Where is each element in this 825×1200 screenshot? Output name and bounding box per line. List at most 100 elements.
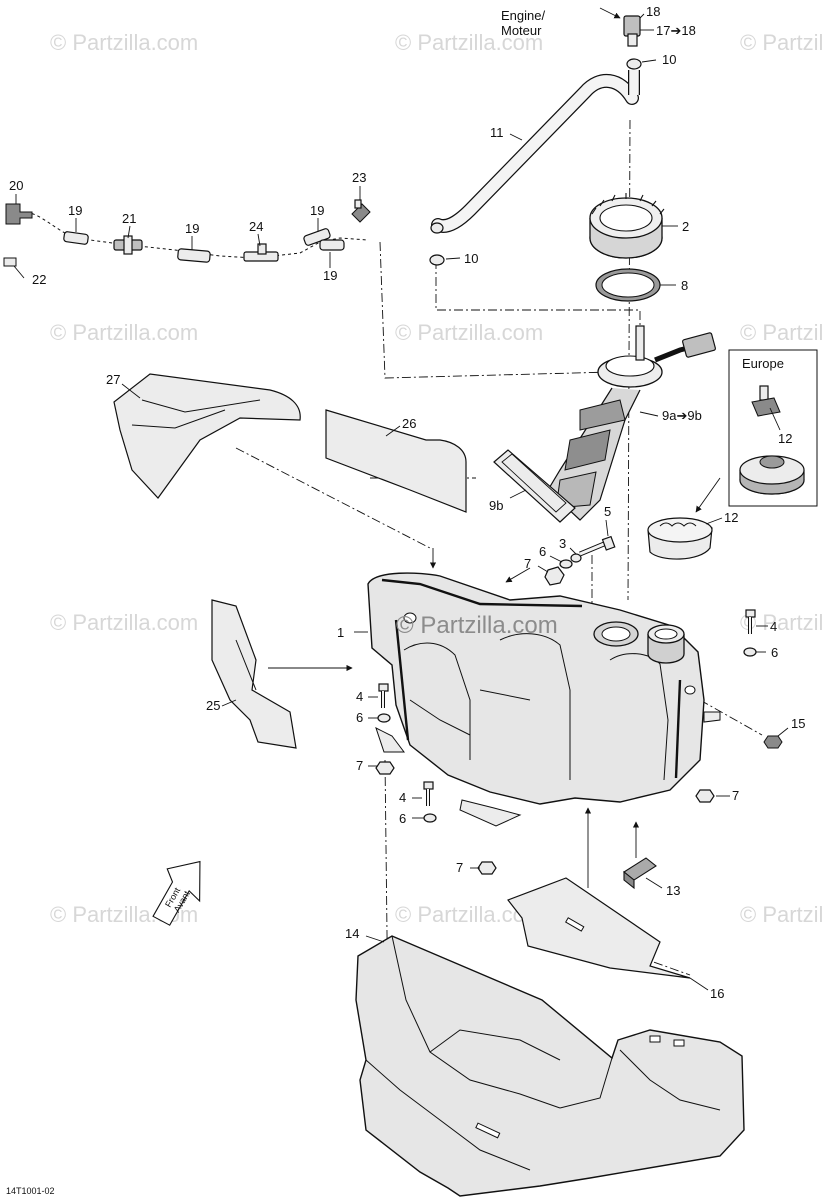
plug-axis-line: [699, 699, 763, 736]
plate-axis-line: [605, 944, 691, 976]
arrow-icon: [505, 567, 531, 583]
heat-shield-26: [325, 409, 467, 513]
watermark: © Partzilla.com: [395, 30, 543, 55]
heat-shield-25: [211, 599, 297, 749]
watermark: © Partzilla.com: [50, 30, 198, 55]
callout-6: 6: [771, 645, 778, 660]
callouts: Engine/ Moteur 18 17➔18 10 11 2 10 8 20 …: [6, 4, 805, 1196]
washer-6-center: [423, 813, 437, 823]
europe-label: Europe: [742, 356, 784, 371]
washer-6-right: [743, 647, 757, 657]
lock-ring-2: [589, 193, 665, 259]
callout-19: 19: [310, 203, 324, 218]
callout-7: 7: [732, 788, 739, 803]
fuel-pump-pickup-9b: [493, 449, 576, 523]
callout-25: 25: [206, 698, 220, 713]
drawing-code: 14T1001-02: [6, 1186, 55, 1196]
vent-line-assembly: [3, 199, 371, 267]
callout-4: 4: [356, 689, 363, 704]
callout-2: 2: [682, 219, 689, 234]
callout-12-europe: 12: [778, 431, 792, 446]
callout-11: 11: [490, 125, 504, 140]
watermark: © Partzilla.com: [740, 320, 825, 345]
screw-5: [579, 535, 616, 557]
callout-7: 7: [456, 860, 463, 875]
fuel-cap-12-europe: [739, 455, 805, 495]
engine-label: Engine/: [501, 8, 545, 23]
protective-plate-16: [507, 877, 691, 979]
callout-22: 22: [32, 272, 46, 287]
engine-connector-18: [623, 15, 641, 47]
hose-19c: [303, 228, 331, 246]
bolt-4-left: [378, 683, 389, 708]
callout-10: 10: [464, 251, 478, 266]
watermark: © Partzilla.com: [740, 902, 825, 927]
callout-4: 4: [399, 790, 406, 805]
callout-5: 5: [604, 504, 611, 519]
fuel-tank-1: [367, 572, 721, 827]
callout-6: 6: [399, 811, 406, 826]
callout-21: 21: [122, 211, 136, 226]
callout-17-18: 17➔18: [656, 23, 696, 38]
valve-12-europe: [751, 385, 781, 417]
spacer-3: [570, 553, 582, 563]
bolt-4-right: [745, 609, 756, 634]
elbow-fitting-20: [5, 203, 33, 225]
callout-3: 3: [559, 536, 566, 551]
europe-inset-box: Europe: [728, 349, 818, 507]
bolt-4-center: [423, 781, 434, 806]
watermark-center: © Partzilla.com: [396, 612, 558, 639]
callout-15: 15: [791, 716, 805, 731]
callout-10: 10: [662, 52, 676, 67]
callout-18: 18: [646, 4, 660, 19]
callout-6: 6: [539, 544, 546, 559]
skid-plate-14: [355, 935, 745, 1197]
clamp-10-lower: [429, 254, 445, 266]
hose-19d: [319, 239, 345, 251]
callout-19: 19: [185, 221, 199, 236]
vent-line-route: [379, 241, 613, 379]
tee-fitting-24: [243, 243, 279, 262]
fuel-cap-12: [647, 517, 713, 560]
arrow-icon: [695, 477, 721, 513]
nut-7-top: [544, 566, 565, 586]
callout-26: 26: [402, 416, 416, 431]
callout-20: 20: [9, 178, 23, 193]
callout-19: 19: [68, 203, 82, 218]
nut-7-left: [375, 761, 395, 775]
nut-7-right: [695, 789, 715, 803]
arrow-icon: [599, 7, 621, 19]
callout-19: 19: [323, 268, 337, 283]
assembly-lines: [235, 119, 763, 1021]
callout-9b: 9b: [489, 498, 503, 513]
hose-route-line: [435, 260, 641, 330]
leader-lines: [13, 13, 789, 991]
watermark: © Partzilla.com: [50, 320, 198, 345]
pad-13: [623, 857, 657, 890]
callout-16: 16: [710, 986, 724, 1001]
plug-15: [763, 735, 783, 749]
heat-shield-27: [113, 373, 301, 499]
callout-6: 6: [356, 710, 363, 725]
washer-6-left: [377, 713, 391, 723]
watermark: © Partzilla.com: [740, 30, 825, 55]
front-direction-arrow: Front Avant: [152, 860, 201, 926]
callout-24: 24: [249, 219, 263, 234]
arrows: [268, 7, 721, 888]
callout-4: 4: [770, 619, 777, 634]
gasket-8: [595, 268, 661, 302]
callout-27: 27: [106, 372, 120, 387]
watermark: © Partzilla.com: [395, 320, 543, 345]
fuel-hose-11: [430, 70, 640, 234]
callout-1: 1: [337, 625, 344, 640]
washer-6-top: [559, 559, 573, 569]
valve-23: [351, 199, 371, 223]
shield-axis-line: [235, 447, 431, 549]
callout-7: 7: [524, 556, 531, 571]
callout-8: 8: [681, 278, 688, 293]
callout-7: 7: [356, 758, 363, 773]
cap-22: [3, 257, 17, 267]
moteur-label: Moteur: [501, 23, 542, 38]
